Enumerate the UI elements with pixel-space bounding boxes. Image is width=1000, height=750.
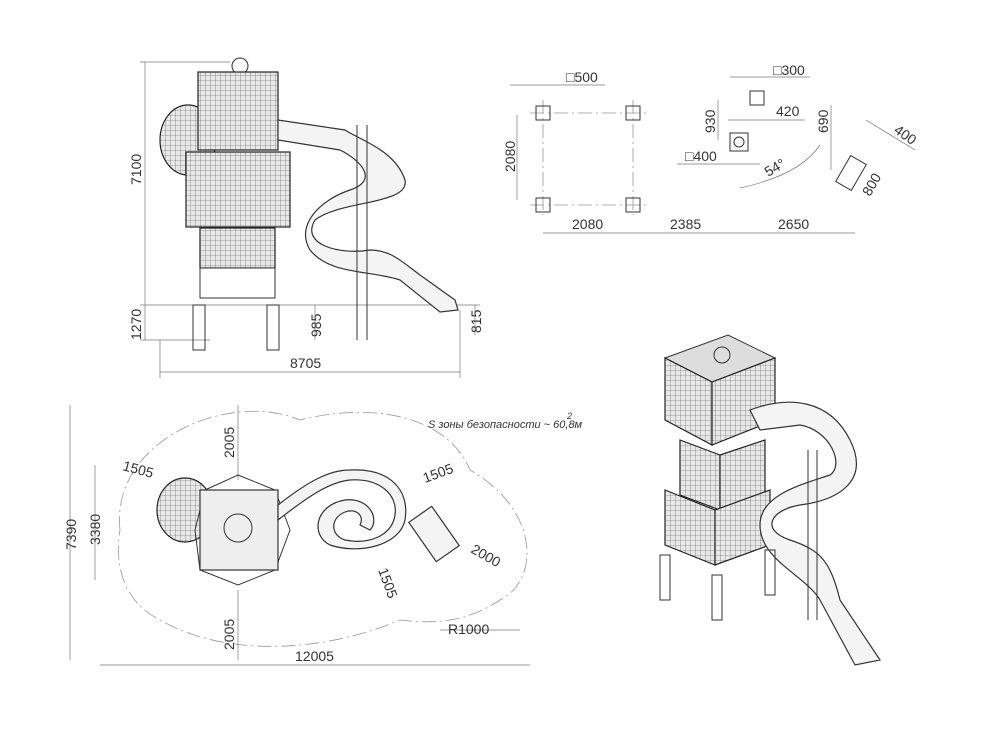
isometric-view (659, 334, 881, 666)
dim-slide-clearance: 2000 (469, 541, 504, 571)
dim-slide-width: 400 (891, 121, 919, 148)
dim-front-clearance: 2005 (221, 427, 237, 458)
safety-area-unit-sup: 2 (566, 411, 572, 421)
front-view: 7100 1270 985 815 8705 (128, 57, 484, 378)
dim-height-mid: 985 (308, 313, 324, 337)
dim-post-spacing-h: 2080 (572, 216, 603, 232)
dim-slide-side-clearance: 1505 (375, 566, 401, 601)
dim-offset-930: 930 (702, 109, 718, 133)
dim-post-size: □500 (566, 69, 598, 85)
dim-offset-690: 690 (815, 109, 831, 133)
dim-slide-base-size: □400 (685, 148, 717, 164)
dim-right-clearance: 1505 (421, 460, 456, 486)
dim-dist-to-slide-end: 2650 (778, 216, 809, 232)
dim-pole-size: □300 (773, 62, 805, 78)
dim-total-width: 12005 (295, 648, 334, 664)
dim-left-clearance: 1505 (121, 457, 155, 481)
dim-offset-420: 420 (776, 103, 800, 119)
top-view: 7390 3380 2005 1505 1505 2000 1505 2005 … (63, 405, 583, 666)
dim-slide-exit-height: 815 (468, 309, 484, 333)
dim-height-total: 7100 (128, 154, 144, 185)
dim-post-spacing-v: 2080 (502, 141, 518, 172)
foundation-plan: □500 2080 2080 2385 2650 □300 930 420 69… (502, 62, 920, 234)
dim-radius: R1000 (448, 621, 489, 637)
dim-total-depth: 7390 (63, 519, 79, 550)
dim-structure-depth: 3380 (87, 514, 103, 545)
dim-slide-length: 800 (859, 170, 885, 198)
dim-rear-clearance: 2005 (221, 619, 237, 650)
dim-angle: 54° (762, 155, 788, 179)
dim-dist-to-pole: 2385 (670, 216, 701, 232)
dim-width-total: 8705 (290, 355, 321, 371)
dim-height-platform: 1270 (128, 309, 144, 340)
safety-area-label: S зоны безопасности ~ 60,8м (428, 419, 583, 431)
